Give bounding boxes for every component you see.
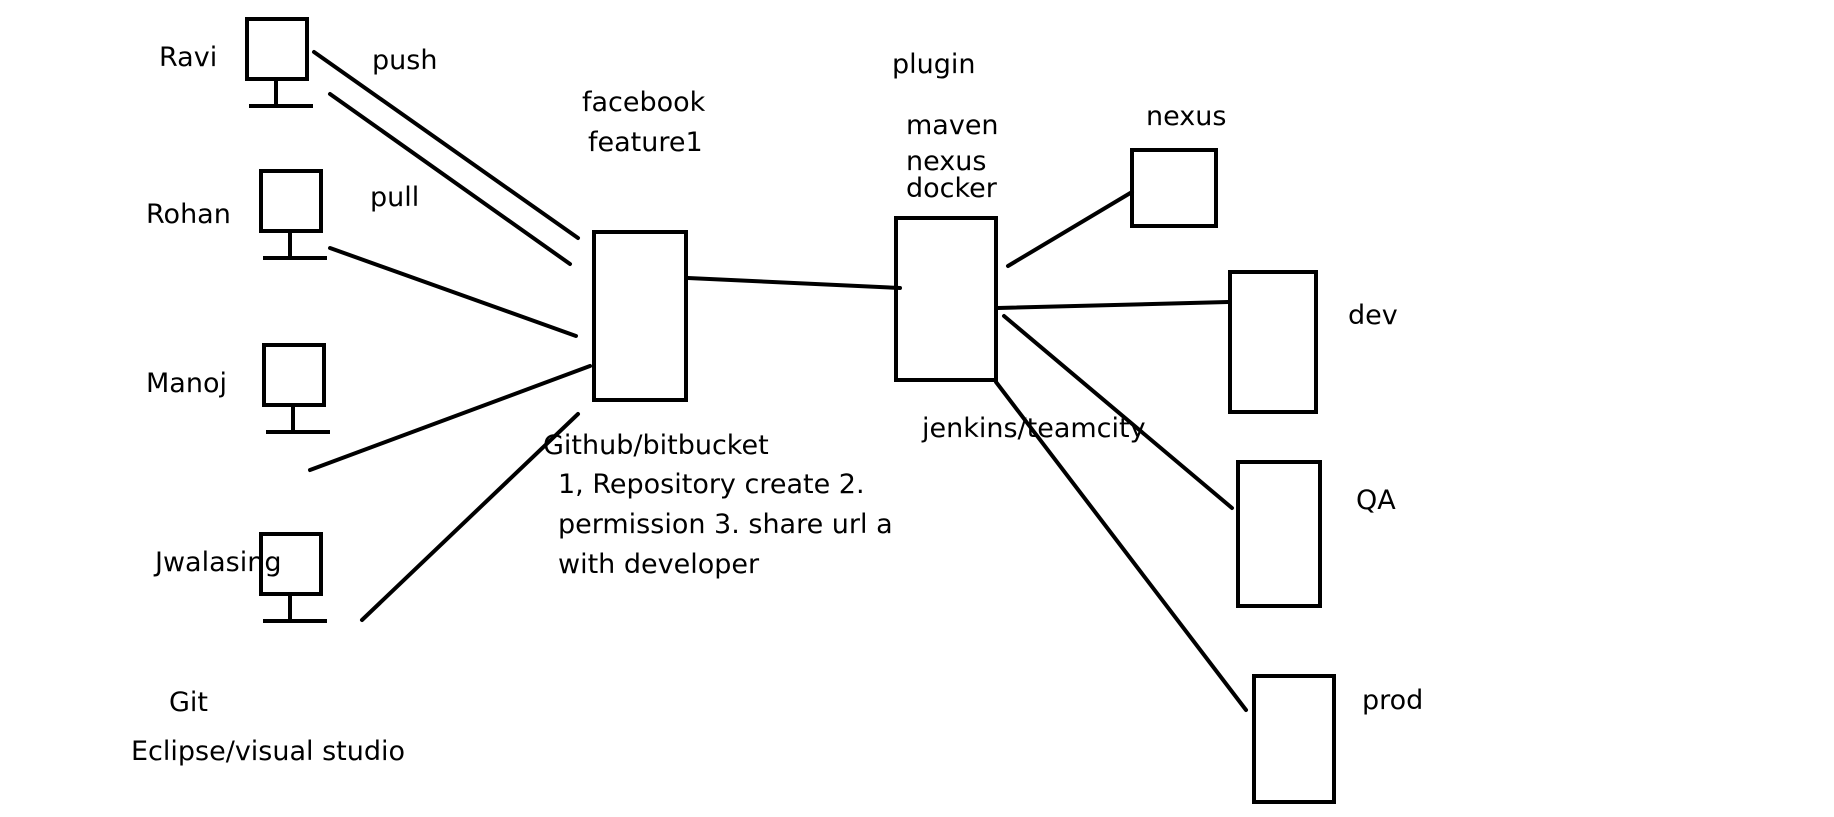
ci-prod-line <box>994 380 1248 712</box>
ravi-pull-line <box>328 92 572 266</box>
repository-steps-line1: 1, Repository create 2. <box>558 469 865 500</box>
dev-environment-box <box>1228 270 1318 414</box>
developer-name-jwalasing: Jwalasing <box>155 547 282 578</box>
prod-environment-label: prod <box>1362 685 1424 716</box>
nexus-target-box <box>1130 148 1218 228</box>
repository-steps-line3: with developer <box>558 549 760 580</box>
plugin-docker-label: docker <box>906 173 997 204</box>
jwalasing-computer-icon <box>259 532 339 632</box>
manoj-repo-line <box>308 364 592 472</box>
plugin-label: plugin <box>892 49 976 80</box>
developer-name-manoj: Manoj <box>146 368 227 399</box>
rohan-repo-line <box>328 246 578 338</box>
jwalasing-repo-line <box>360 412 580 622</box>
ide-label: Eclipse/visual studio <box>131 736 406 767</box>
ci-server-name-label: jenkins/teamcity <box>922 413 1146 444</box>
repository-steps-line2: permission 3. share url a <box>558 509 893 540</box>
developer-name-ravi: Ravi <box>159 42 218 73</box>
qa-environment-label: QA <box>1356 485 1396 516</box>
repository-box <box>592 230 688 402</box>
nexus-target-label: nexus <box>1146 101 1227 132</box>
plugin-nexus-label: nexus <box>906 146 987 177</box>
repository-name-label: Github/bitbucket <box>543 430 769 461</box>
ravi-computer-icon <box>245 17 325 117</box>
manoj-computer-icon <box>262 343 342 443</box>
ci-dev-line <box>996 300 1230 310</box>
rohan-computer-icon <box>259 169 339 269</box>
git-label: Git <box>169 687 209 718</box>
pull-label: pull <box>370 182 420 213</box>
developer-name-rohan: Rohan <box>146 199 231 230</box>
prod-environment-box <box>1252 674 1336 804</box>
ci-server-box <box>894 216 998 382</box>
push-label: push <box>372 45 438 76</box>
repo-ci-line <box>686 276 902 290</box>
ci-qa-line <box>1002 314 1234 510</box>
plugin-maven-label: maven <box>906 110 999 141</box>
repo-branch-label-line1: facebook <box>582 87 706 118</box>
ci-nexus-line <box>1006 190 1134 268</box>
ravi-push-line <box>312 50 580 240</box>
qa-environment-box <box>1236 460 1322 608</box>
repo-branch-label-line2: feature1 <box>588 127 703 158</box>
dev-environment-label: dev <box>1348 300 1398 331</box>
